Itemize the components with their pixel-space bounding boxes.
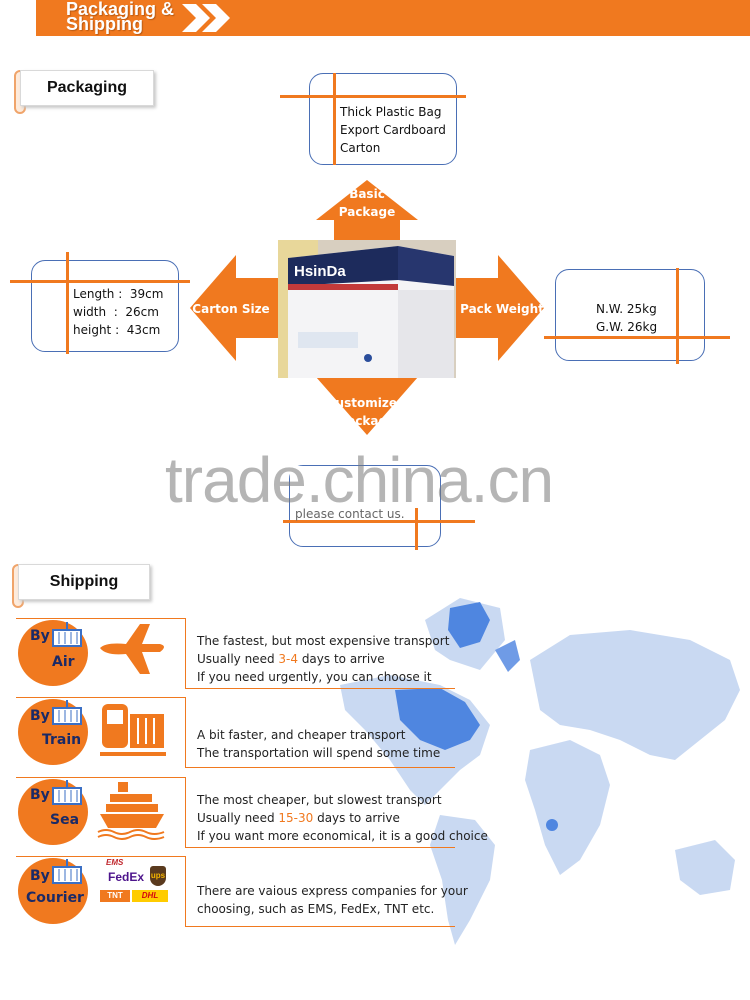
ship-line: There are vaious express companies for y… [197, 884, 468, 898]
row-divider [185, 688, 455, 689]
badge-by: By [30, 708, 50, 724]
carton-size-text: Length : 39cm width : 26cm height : 43cm [73, 285, 163, 339]
net-weight-value: N.W. 25kg [596, 302, 657, 316]
accent-line [415, 470, 418, 550]
row-divider [185, 847, 455, 848]
arrow-label-line: Package [338, 205, 396, 219]
airplane-icon [100, 624, 164, 674]
pack-weight-arrow-label: Pack Weight [460, 302, 544, 316]
courier-description: There are vaious express companies for y… [197, 882, 468, 918]
courier-logos: EMS FedEx ups TNT DHL [100, 858, 172, 906]
row-divider [185, 767, 455, 768]
badge-mode: Train [42, 732, 82, 748]
width-value: width : 26cm [73, 305, 159, 319]
train-description: A bit faster, and cheaper transport The … [197, 726, 440, 762]
ship-line: If you need urgently, you can choose it [197, 670, 432, 684]
air-description: The fastest, but most expensive transpor… [197, 632, 449, 686]
ship-line: Usually need 3-4 days to arrive [197, 652, 385, 666]
ship-line: Usually need 15-30 days to arrive [197, 811, 400, 825]
ship-line: If you want more economical, it is a goo… [197, 829, 488, 843]
ship-line: The most cheaper, but slowest transport [197, 793, 442, 807]
arrow-label-line: customized [328, 396, 406, 410]
carton-size-box [31, 260, 179, 352]
accent-line [544, 336, 730, 339]
badge-by: By [30, 628, 50, 644]
accent-line [10, 280, 190, 283]
ship-line: The transportation will spend some time [197, 746, 441, 760]
row-divider [185, 618, 186, 688]
row-divider [185, 697, 186, 767]
row-divider [185, 777, 186, 847]
dhl-logo: DHL [132, 890, 168, 902]
row-divider [16, 618, 186, 619]
packaging-tag: Packaging [20, 70, 154, 106]
header-banner [0, 0, 750, 36]
train-icon [100, 704, 166, 756]
ship-icon [97, 782, 165, 840]
carton-size-arrow-label: Carton Size [192, 302, 270, 316]
banner-notch [0, 0, 36, 36]
badge-mode: Air [52, 654, 75, 670]
ship-line: The fastest, but most expensive transpor… [197, 634, 450, 648]
pack-weight-text: N.W. 25kg G.W. 26kg [596, 300, 657, 336]
container-crane-icon [52, 700, 82, 725]
container-crane-icon [52, 859, 82, 884]
row-divider [185, 856, 186, 926]
arrow-cross [190, 180, 544, 435]
customized-arrow-label: customized Package [326, 394, 408, 430]
badge-by: By [30, 868, 50, 884]
badge-by: By [30, 787, 50, 803]
accent-line [280, 95, 466, 98]
tnt-logo: TNT [100, 890, 130, 902]
product-carton-photo: HsinDa [278, 240, 456, 378]
fedex-logo: FedEx [108, 870, 145, 884]
banner-title-line1: Packaging & [66, 0, 175, 19]
gross-weight-value: G.W. 26kg [596, 320, 658, 334]
double-chevron-icon [182, 4, 230, 32]
accent-line [66, 252, 69, 354]
box-cover [290, 466, 420, 508]
pack-weight-box [555, 269, 705, 361]
row-divider [16, 777, 186, 778]
badge-mode: Courier [26, 890, 84, 906]
banner-title-line2: Shipping [66, 14, 143, 34]
row-divider [16, 856, 186, 857]
container-crane-icon [52, 780, 82, 805]
banner-title: Packaging & Shipping [66, 0, 175, 34]
shipping-tag: Shipping [18, 564, 150, 600]
basic-line: Export Cardboard [340, 123, 446, 137]
accent-line [283, 520, 475, 523]
accent-line [333, 73, 336, 165]
highlight-days: 3-4 [278, 652, 298, 666]
ups-logo: ups [150, 866, 166, 886]
badge-mode: Sea [50, 812, 80, 828]
watermark: trade.china.cn [165, 444, 554, 516]
basic-line: Carton [340, 141, 381, 155]
container-crane-icon [52, 622, 82, 647]
basic-package-text: Thick Plastic Bag Export Cardboard Carto… [340, 103, 446, 157]
arrow-label-line: Package [338, 414, 396, 428]
accent-line [676, 268, 679, 364]
ship-line: A bit faster, and cheaper transport [197, 728, 406, 742]
arrow-label-line: Basic [349, 187, 385, 201]
ems-logo: EMS [106, 858, 124, 867]
customized-package-text: please contact us. [295, 507, 405, 521]
row-divider [185, 926, 455, 927]
basic-line: Thick Plastic Bag [340, 105, 442, 119]
basic-package-arrow-label: Basic Package [332, 185, 402, 221]
sea-description: The most cheaper, but slowest transport … [197, 791, 488, 845]
row-divider [16, 697, 186, 698]
highlight-days: 15-30 [278, 811, 314, 825]
length-value: Length : 39cm [73, 287, 164, 301]
photo-brand-text: HsinDa [294, 263, 346, 280]
ship-line: choosing, such as EMS, FedEx, TNT etc. [197, 902, 435, 916]
height-value: height : 43cm [73, 323, 161, 337]
